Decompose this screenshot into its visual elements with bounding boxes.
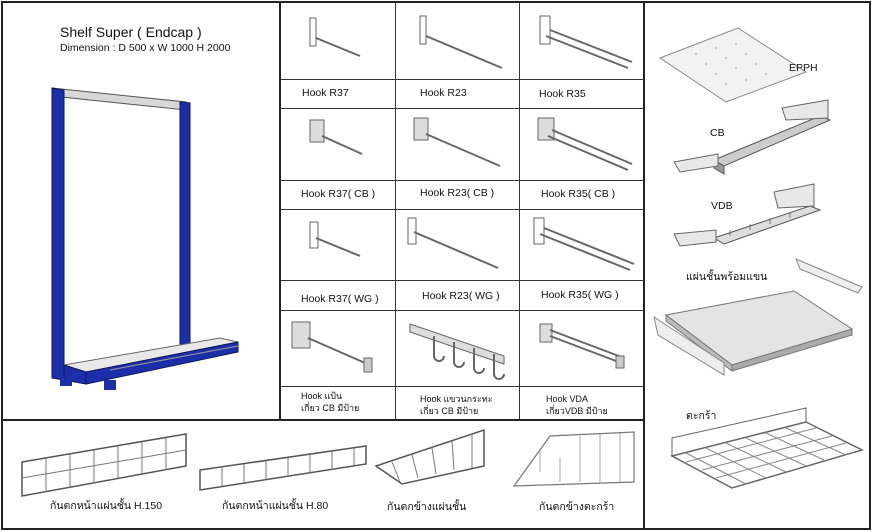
hook-r23-wg-image	[402, 214, 506, 276]
hook-panel-image	[288, 316, 384, 382]
divider	[280, 180, 644, 181]
hook-r35-wg-image	[530, 214, 638, 276]
divider	[279, 2, 281, 420]
hook-label-sub: เกี่ยว CB มีป้าย	[420, 406, 479, 416]
hook-label-main: Hook VDA	[546, 394, 589, 404]
fence-label: กันตกหน้าแผ่นชั้น H.80	[222, 500, 329, 512]
hook-pan-image	[404, 316, 516, 386]
hook-label-sub: เกี่ยวVDB มีป้าย	[546, 406, 608, 416]
hook-r23-cb-image	[408, 114, 508, 176]
hook-r37-image	[300, 10, 370, 70]
divider	[280, 386, 644, 387]
hook-r37-wg-image	[300, 216, 370, 276]
fence-label: กันตกหน้าแผ่นชั้น H.150	[50, 500, 163, 512]
divider	[280, 280, 644, 281]
hook-label-sub: เกี่ยว CB มีป้าย	[301, 403, 360, 413]
shelf-dimension: Dimension : D 500 x W 1000 H 2000	[60, 42, 231, 54]
hook-label: Hook R23( CB )	[420, 187, 495, 199]
side-fence-shelf-image	[372, 426, 492, 490]
hook-label: Hook R23( WG )	[422, 290, 500, 302]
cb-label: CB	[710, 127, 725, 139]
hook-label: Hook R35	[539, 88, 586, 100]
hook-r37-cb-image	[300, 114, 370, 174]
front-fence-h80-image	[196, 444, 374, 496]
vdb-bar-image	[670, 180, 840, 252]
hook-label: Hook R37	[302, 87, 349, 99]
hook-label: Hook แขวนกระทะ เกี่ยว CB มีป้าย	[420, 393, 493, 417]
hook-r35-cb-image	[532, 114, 636, 176]
hook-label: Hook R35( CB )	[541, 188, 616, 200]
divider	[519, 2, 520, 420]
shelf-with-bracket-image	[650, 255, 865, 380]
hook-label: Hook R23	[420, 87, 467, 99]
basket-label: ตะกร้า	[686, 410, 717, 422]
divider	[643, 2, 645, 529]
wire-basket-image	[666, 406, 866, 496]
hook-label: Hook R37( WG )	[301, 293, 379, 305]
front-fence-h150-image	[18, 430, 193, 502]
hook-label-main: Hook แป้น	[301, 391, 343, 401]
fence-label: กันตกข้างแผ่นชั้น	[387, 501, 467, 513]
epph-panel-image	[656, 24, 816, 104]
hook-label: Hook แป้น เกี่ยว CB มีป้าย	[301, 390, 359, 414]
hook-label: Hook R37( CB )	[301, 188, 376, 200]
hook-r23-image	[412, 10, 512, 72]
divider	[395, 2, 396, 420]
shelf-title: Shelf Super ( Endcap )	[60, 24, 202, 40]
divider	[280, 79, 644, 80]
hook-vda-image	[534, 320, 634, 380]
hook-label: Hook R35( WG )	[541, 289, 619, 301]
shelf-bracket-label: แผ่นชั้นพร้อมแขน	[686, 271, 768, 283]
cb-bar-image	[670, 98, 840, 178]
endcap-shelf-image	[40, 80, 250, 400]
hook-r35-image	[532, 10, 636, 72]
divider	[280, 108, 644, 109]
divider	[280, 209, 644, 210]
divider	[2, 419, 644, 421]
divider	[280, 310, 644, 311]
vdb-label: VDB	[711, 200, 733, 212]
hook-label-main: Hook แขวนกระทะ	[420, 394, 493, 404]
fence-label: กันตกข้างตะกร้า	[539, 501, 615, 513]
epph-label: EPPH	[789, 62, 818, 74]
hook-label: Hook VDA เกี่ยวVDB มีป้าย	[546, 393, 608, 417]
side-fence-basket-image	[510, 428, 640, 492]
